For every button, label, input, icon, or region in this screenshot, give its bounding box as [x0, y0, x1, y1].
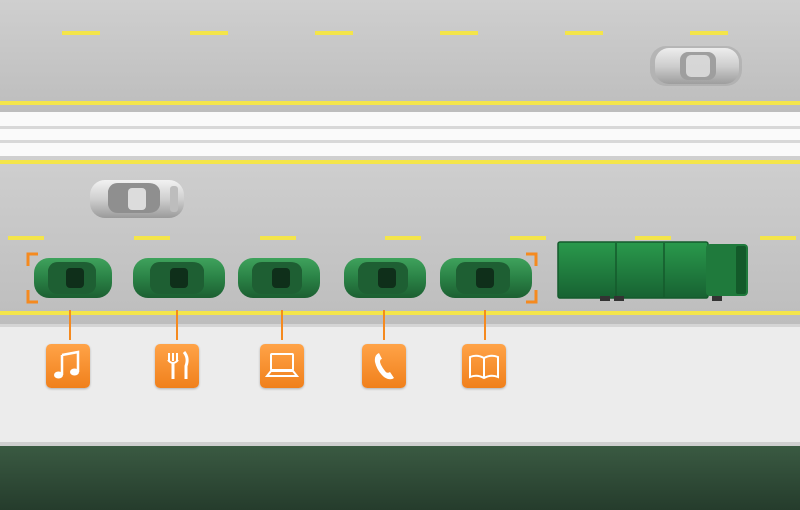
laptop-icon — [260, 344, 304, 388]
green-lead-truck — [557, 241, 748, 301]
open-book-icon — [462, 344, 506, 388]
lower-lane-dashes — [8, 236, 796, 240]
music-note-icon — [46, 344, 90, 388]
upper-lane-dashes — [62, 31, 728, 35]
silver-car-upper-lane — [650, 46, 742, 86]
lower-edge-line-bottom — [0, 311, 800, 315]
phone-icon — [362, 344, 406, 388]
platoon-bracket — [26, 252, 538, 304]
green-platoon-car-4 — [344, 258, 426, 298]
grass-verge — [0, 446, 800, 510]
green-platoon-car-5 — [440, 258, 532, 298]
fork-knife-icon — [155, 344, 199, 388]
green-platoon-car-2 — [133, 258, 225, 298]
green-platoon-car-3 — [238, 258, 320, 298]
silver-car-lower-lane — [90, 180, 184, 218]
icon-connector-lines — [69, 310, 486, 340]
green-platoon-car-1 — [34, 258, 112, 298]
median-strip — [0, 112, 800, 156]
lower-edge-line-top — [0, 160, 800, 164]
upper-edge-line — [0, 101, 800, 105]
